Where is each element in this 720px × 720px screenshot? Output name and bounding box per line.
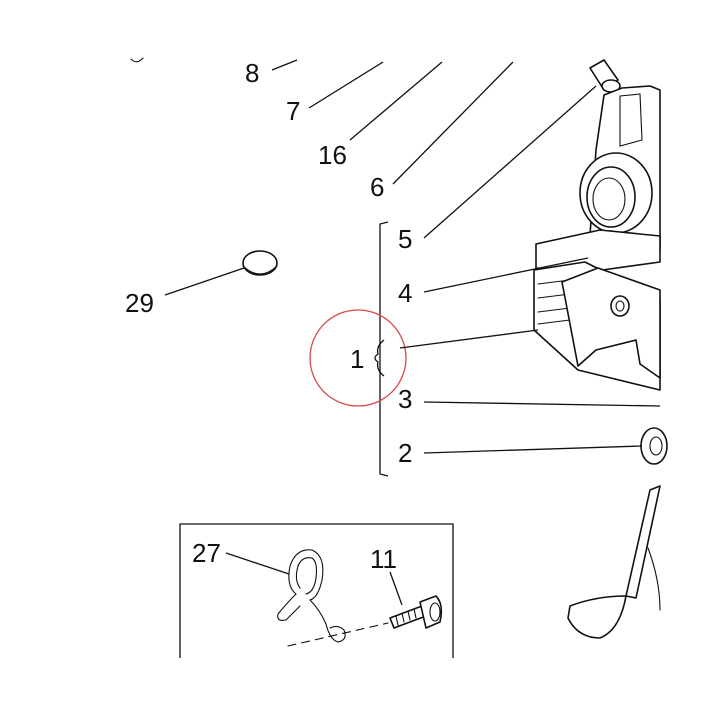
leader-27	[225, 552, 290, 575]
callout-5: 5	[398, 224, 412, 254]
leader-3	[423, 401, 661, 407]
partial-part-fragment	[130, 57, 144, 63]
callout-3: 3	[398, 384, 412, 414]
assembly-bracket	[379, 221, 389, 477]
leader-6	[392, 61, 514, 185]
callout-4: 4	[398, 278, 412, 308]
callout-1: 1	[350, 344, 364, 374]
cylinder-head-drawing	[533, 59, 661, 391]
callout-16: 16	[318, 140, 347, 170]
leader-5	[423, 85, 597, 239]
leader-29	[164, 267, 245, 296]
leader-2	[423, 445, 643, 454]
callout-11: 11	[370, 544, 397, 574]
callout-29: 29	[125, 288, 154, 318]
inset-box: 27 11	[179, 523, 454, 658]
assembly-brace	[374, 339, 385, 377]
callout-6: 6	[370, 172, 384, 202]
leader-11	[389, 571, 403, 606]
cap-screw-drawing	[389, 595, 443, 629]
callout-2: 2	[398, 438, 412, 468]
callout-27: 27	[192, 538, 221, 568]
leader-4	[423, 257, 589, 293]
callout-8: 8	[245, 58, 259, 88]
wire-clip-drawing	[277, 549, 346, 643]
leader-7	[308, 61, 384, 109]
highlight-circle	[309, 309, 407, 407]
leader-8	[271, 59, 298, 71]
leader-1	[399, 329, 539, 349]
leader-16	[349, 61, 443, 141]
cap-plug-drawing	[242, 250, 278, 276]
callout-7: 7	[286, 96, 300, 126]
valve-drawing	[567, 427, 668, 639]
